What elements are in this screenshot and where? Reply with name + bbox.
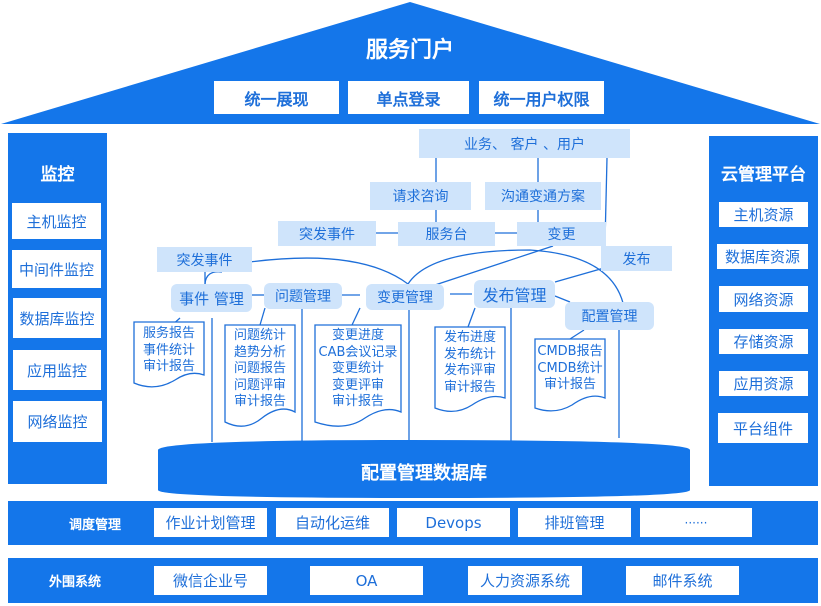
report-item: 问题统计: [233, 328, 286, 343]
report-item: 问题评审: [233, 377, 286, 393]
incident-box-top[interactable]: 突发事件: [278, 221, 376, 246]
report-item: 发布进度: [443, 330, 496, 345]
report-item: 变更进度: [331, 328, 384, 343]
scheduling-title: 调度管理: [68, 517, 121, 533]
monitoring-title: 监控: [40, 164, 75, 185]
ext-oa[interactable]: OA: [310, 566, 423, 595]
sched-shift[interactable]: 排班管理: [518, 508, 631, 537]
report-item: 变更统计: [331, 361, 384, 376]
report-item: 发布评审: [443, 363, 496, 378]
portal-item-unified-display[interactable]: 统一展现: [214, 81, 339, 114]
cloud-storage-resource[interactable]: 存储资源: [719, 329, 808, 354]
process-problem-management[interactable]: 问题管理: [264, 283, 342, 309]
report-item: 审计报告: [233, 394, 286, 409]
ext-mail[interactable]: 邮件系统: [626, 566, 739, 595]
problem-reports: 问题统计 趋势分析 问题报告 问题评审 审计报告: [225, 325, 295, 411]
portal-roof: [1, 2, 820, 124]
report-item: 事件统计: [142, 342, 195, 358]
event-reports: 服务报告 事件统计 审计报告: [134, 323, 204, 376]
business-customer-user-box[interactable]: 业务、 客户 、用户: [419, 129, 630, 158]
process-release-management[interactable]: 发布管理: [474, 280, 555, 308]
sched-more[interactable]: ······: [640, 508, 752, 537]
connector-incident-to-change-arc: [249, 257, 409, 285]
report-item: 服务报告: [142, 326, 195, 341]
cloud-title: 云管理平台: [721, 164, 806, 185]
process-event-management[interactable]: 事件 管理: [171, 284, 252, 312]
cloud-database-resource[interactable]: 数据库资源: [717, 244, 808, 269]
ext-hr[interactable]: 人力资源系统: [468, 566, 582, 595]
release-reports: 发布进度 发布统计 发布评审 审计报告: [435, 327, 505, 396]
report-item: CAB会议记录: [318, 344, 398, 360]
external-title: 外围系统: [48, 574, 101, 590]
monitor-network[interactable]: 网络监控: [13, 401, 102, 442]
communicate-plan-box[interactable]: 沟通变通方案: [485, 182, 601, 210]
sched-job-plan[interactable]: 作业计划管理: [154, 508, 267, 537]
monitor-middleware[interactable]: 中间件监控: [12, 250, 101, 288]
change-reports: 变更进度 CAB会议记录 变更统计 变更评审 审计报告: [315, 325, 401, 411]
report-item: CMDB报告: [537, 344, 603, 359]
report-item: 审计报告: [331, 394, 384, 409]
request-consult-box[interactable]: 请求咨询: [370, 182, 471, 210]
connector-incident-to-event: [204, 271, 223, 285]
report-item: CMDB统计: [537, 360, 603, 376]
cmdb-label[interactable]: 配置管理数据库: [361, 463, 487, 484]
portal-item-user-permission[interactable]: 统一用户权限: [479, 81, 604, 114]
monitor-database[interactable]: 数据库监控: [13, 298, 101, 338]
process-config-management[interactable]: 配置管理: [565, 302, 654, 330]
incident-box-left[interactable]: 突发事件: [157, 247, 252, 272]
monitor-host[interactable]: 主机监控: [12, 203, 101, 239]
connector-release-to-releasemgmt: [554, 267, 605, 283]
portal-title: 服务门户: [365, 38, 454, 63]
report-item: 审计报告: [543, 377, 596, 392]
report-item: 问题报告: [233, 361, 286, 376]
config-reports: CMDB报告 CMDB统计 审计报告: [535, 341, 605, 394]
monitor-application[interactable]: 应用监控: [13, 350, 101, 390]
sched-auto-ops[interactable]: 自动化运维: [276, 508, 389, 537]
report-item: 变更评审: [331, 377, 384, 393]
portal-item-sso[interactable]: 单点登录: [348, 81, 469, 114]
cloud-application-resource[interactable]: 应用资源: [719, 371, 808, 396]
report-item: 审计报告: [443, 379, 496, 395]
cloud-host-resource[interactable]: 主机资源: [719, 202, 808, 227]
process-change-management[interactable]: 变更管理: [366, 284, 444, 310]
report-item: 审计报告: [142, 359, 195, 374]
report-item: 趋势分析: [233, 344, 286, 360]
change-box[interactable]: 变更: [517, 222, 606, 246]
cloud-platform-component[interactable]: 平台组件: [718, 413, 808, 443]
sched-devops[interactable]: Devops: [397, 508, 510, 537]
service-desk-box[interactable]: 服务台: [398, 222, 495, 246]
release-box[interactable]: 发布: [601, 246, 672, 271]
ext-wechat[interactable]: 微信企业号: [154, 566, 267, 595]
cloud-network-resource[interactable]: 网络资源: [719, 286, 808, 312]
report-item: 发布统计: [443, 346, 496, 362]
